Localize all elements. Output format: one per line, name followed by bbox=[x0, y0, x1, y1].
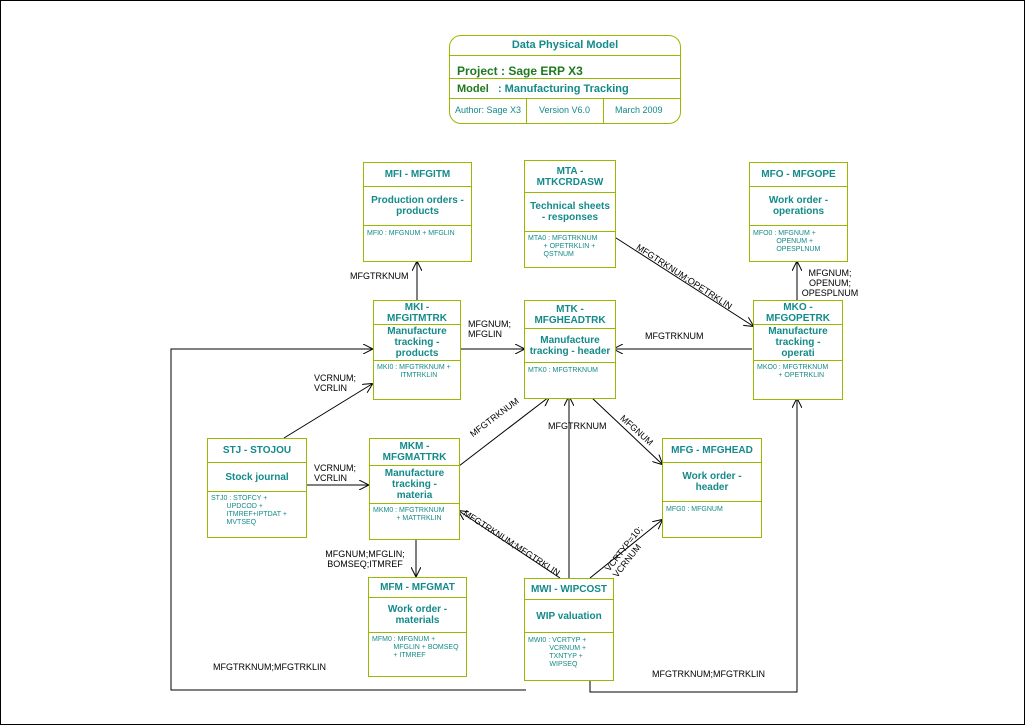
rel-line-stj-mki bbox=[283, 384, 372, 439]
entity-name: MKM - MFGMATTRK bbox=[370, 439, 459, 466]
rel-line-mwi-mko bbox=[589, 399, 797, 693]
entity-mta: MTA - MTKCRDASW Technical sheets - respo… bbox=[524, 160, 616, 268]
rel-label-mki-mtk: MFGNUM; MFGLIN bbox=[468, 319, 511, 339]
entity-desc: Work order - header bbox=[663, 463, 761, 502]
rel-line-mwi-mfg bbox=[589, 520, 662, 579]
entity-key: STJ0 : STOFCY + UPDCOD + ITMREF+IPTDAT +… bbox=[211, 495, 287, 526]
entity-key: MFI0 : MFGNUM + MFGLIN bbox=[367, 230, 455, 237]
entity-name: MTA - MTKCRDASW bbox=[525, 161, 615, 193]
entity-key: MTA0 : MFGTRKNUM + OPETRKLIN + QSTNUM bbox=[528, 235, 598, 258]
entity-desc: Production orders - products bbox=[364, 187, 471, 226]
model-title: Data Physical Model bbox=[511, 39, 619, 51]
rel-label-mwi-mtk: MFGTRKNUM bbox=[548, 421, 607, 431]
entity-desc: Technical sheets - responses bbox=[525, 193, 615, 232]
entity-name: MKI - MFGITMTRK bbox=[374, 301, 460, 325]
entity-desc: Manufacture tracking - operati bbox=[754, 325, 842, 361]
entity-key: MWI0 : VCRTYP + VCRNUM + TXNTYP + WIPSEQ bbox=[528, 637, 587, 668]
model-value: : Manufacturing Tracking bbox=[488, 83, 629, 95]
entity-desc: Manufacture tracking - products bbox=[374, 325, 460, 361]
title-cell-divider bbox=[603, 98, 604, 123]
rel-label-mkm-mfm: MFGNUM;MFGLIN; BOMSEQ;ITMREF bbox=[325, 549, 405, 569]
entity-mfm: MFM - MFGMAT Work order - materials MFM0… bbox=[368, 577, 467, 677]
project-row: Project : Sage ERP X3 bbox=[457, 64, 583, 78]
rel-label-mko-mtk: MFGTRKNUM bbox=[645, 331, 704, 341]
entity-name: STJ - STOJOU bbox=[208, 439, 306, 463]
entity-mfi: MFI - MFGITM Production orders - product… bbox=[363, 162, 472, 262]
rel-label-mwi-mki: MFGTRKNUM;MFGTRKLIN bbox=[213, 662, 326, 672]
rel-line-mta-mko bbox=[612, 235, 753, 326]
author-text: Author: Sage X3 bbox=[455, 105, 522, 115]
entity-key: MFG0 : MFGNUM bbox=[666, 506, 723, 513]
entity-key: MFO0 : MFGNUM + OPENUM + OPESPLNUM bbox=[753, 230, 821, 253]
title-divider bbox=[450, 55, 680, 56]
entity-key: MTK0 : MFGTRKNUM bbox=[528, 367, 598, 374]
rel-line-mwi-mki bbox=[170, 349, 526, 691]
rel-label-stj-mki: VCRNUM; VCRLIN bbox=[314, 373, 356, 393]
entity-desc: Manufacture tracking - materia bbox=[370, 466, 459, 504]
entity-mtk: MTK - MFGHEADTRK Manufacture tracking - … bbox=[524, 300, 616, 399]
version-text: Version V6.0 bbox=[539, 105, 591, 115]
entity-name: MFM - MFGMAT bbox=[369, 578, 466, 598]
entity-key: MFM0 : MFGNUM + MFGLIN + BOMSEQ + ITMREF bbox=[372, 636, 459, 659]
date-text: March 2009 bbox=[615, 105, 663, 115]
entity-mfg: MFG - MFGHEAD Work order - header MFG0 :… bbox=[662, 438, 762, 538]
entity-mkm: MKM - MFGMATTRK Manufacture tracking - m… bbox=[369, 438, 460, 540]
model-row: Model : Manufacturing Tracking bbox=[457, 83, 629, 95]
rel-line-mwi-mkm bbox=[459, 511, 561, 579]
entity-desc: Work order - materials bbox=[369, 598, 466, 633]
entity-desc: Work order - operations bbox=[750, 187, 847, 226]
entity-mwi: MWI - WIPCOST WIP valuation MWI0 : VCRTY… bbox=[524, 578, 614, 681]
entity-desc: Stock journal bbox=[208, 463, 306, 492]
rel-label-mki-mfi: MFGTRKNUM bbox=[350, 271, 409, 281]
entity-name: MKO - MFGOPETRK bbox=[754, 301, 842, 325]
entity-name: MTK - MFGHEADTRK bbox=[525, 301, 615, 329]
title-cell-divider bbox=[526, 98, 527, 123]
project-value: : Sage ERP X3 bbox=[501, 64, 583, 78]
entity-desc: WIP valuation bbox=[525, 600, 613, 633]
rel-line-mkm-mtk bbox=[458, 397, 549, 467]
entity-key: MKO0 : MFGTRKNUM + OPETRKLIN bbox=[757, 364, 829, 379]
entity-desc: Manufacture tracking - header bbox=[525, 329, 615, 363]
entity-key: MKM0 : MFGTRKNUM + MATTRKLIN bbox=[373, 507, 445, 522]
entity-mfo: MFO - MFGOPE Work order - operations MFO… bbox=[749, 162, 848, 262]
entity-stj: STJ - STOJOU Stock journal STJ0 : STOFCY… bbox=[207, 438, 307, 538]
entity-mki: MKI - MFGITMTRK Manufacture tracking - p… bbox=[373, 300, 461, 400]
model-label: Model bbox=[457, 83, 489, 95]
title-divider bbox=[450, 98, 680, 99]
rel-label-mwi-mko: MFGTRKNUM;MFGTRKLIN bbox=[652, 669, 765, 679]
entity-name: MFI - MFGITM bbox=[364, 163, 471, 187]
rel-line-mtk-mfg bbox=[590, 396, 662, 464]
entity-key: MKI0 : MFGTRKNUM + ITMTRKLIN bbox=[377, 364, 451, 379]
entity-name: MFG - MFGHEAD bbox=[663, 439, 761, 463]
entity-name: MWI - WIPCOST bbox=[525, 579, 613, 600]
project-label: Project bbox=[457, 64, 498, 78]
entity-name: MFO - MFGOPE bbox=[750, 163, 847, 187]
rel-label-mko-mfo: MFGNUM; OPENUM; OPESPLNUM bbox=[801, 268, 859, 298]
entity-mko: MKO - MFGOPETRK Manufacture tracking - o… bbox=[753, 300, 843, 400]
rel-label-stj-mkm: VCRNUM; VCRLIN bbox=[314, 463, 356, 483]
title-divider bbox=[450, 78, 680, 79]
title-block: Data Physical Model Project : Sage ERP X… bbox=[449, 35, 681, 124]
